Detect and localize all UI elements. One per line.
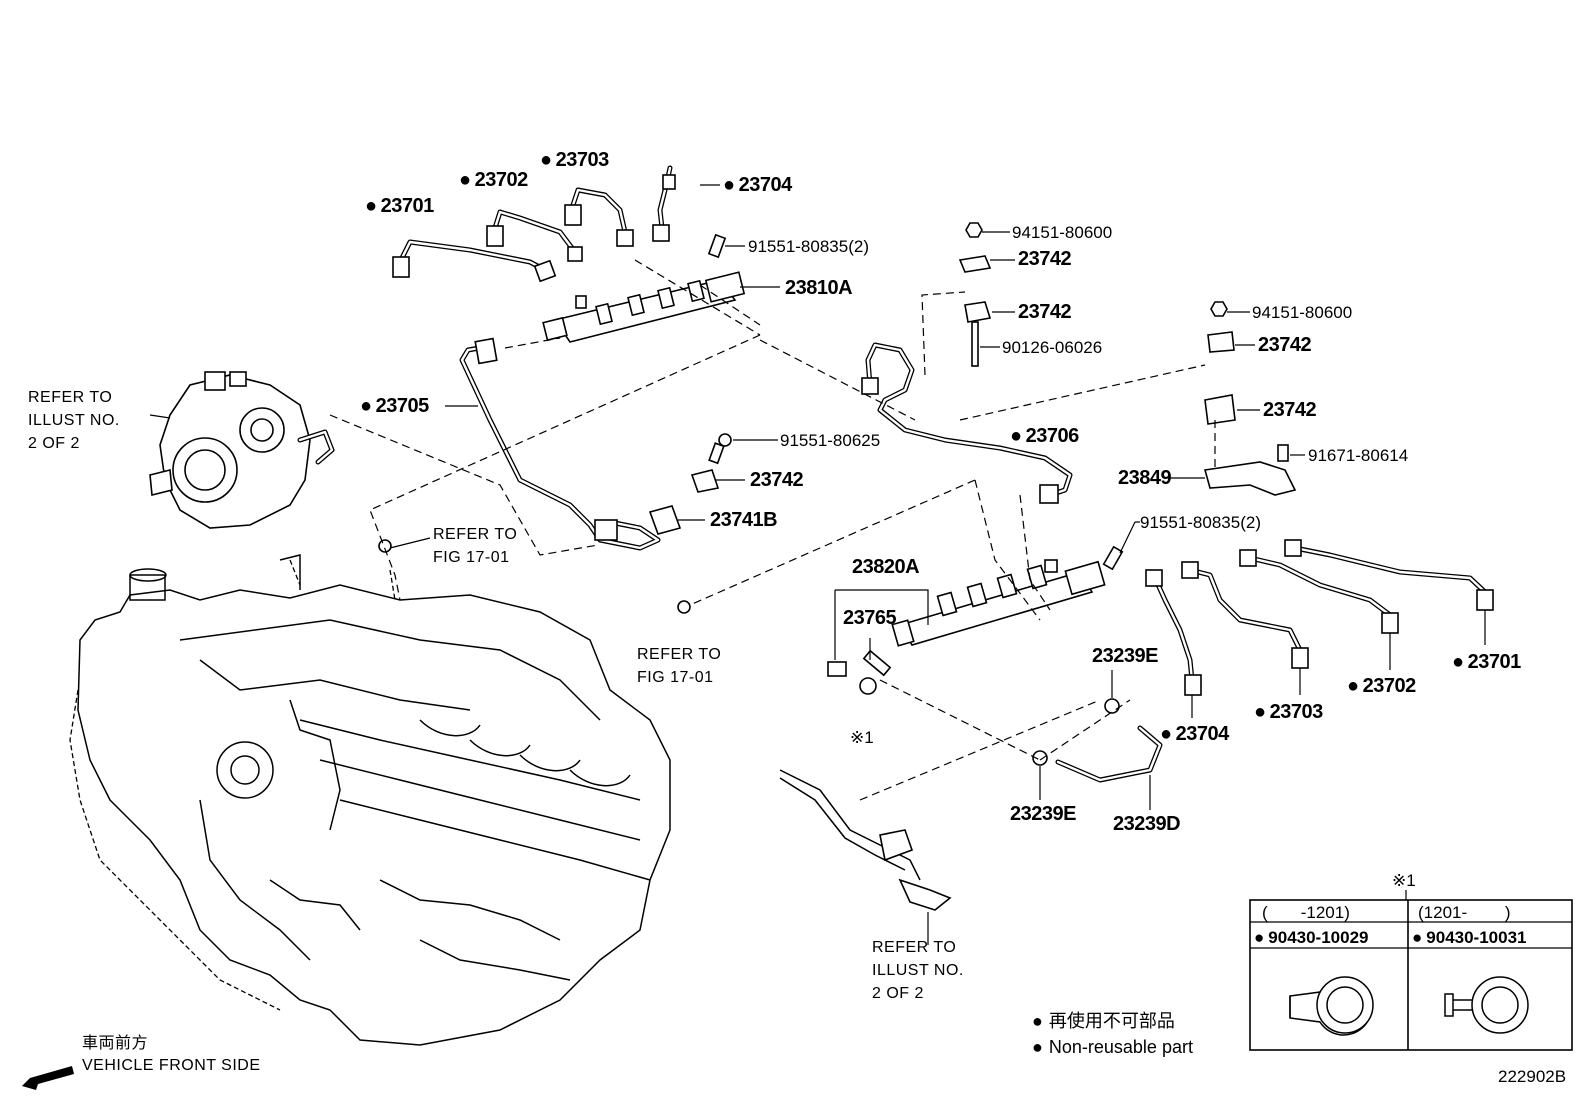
- bottom-ref-line3: 2 OF 2: [872, 985, 924, 1002]
- washer-type-b-icon: [1444, 976, 1529, 1034]
- fig-ref-2-line1: REFER TO: [637, 646, 721, 663]
- figure-id: 222902B: [1498, 1067, 1566, 1086]
- callout-91551-80625: 91551-80625: [780, 431, 880, 450]
- direction-label-en: VEHICLE FRONT SIDE: [82, 1057, 261, 1074]
- callout-23742-b: 23742: [1018, 301, 1071, 323]
- callout-23765: 23765: [843, 607, 896, 629]
- callout-23701-top: ●23701: [365, 195, 434, 217]
- callout-23706: ●23706: [1010, 425, 1079, 447]
- callout-23742-mid: 23742: [750, 469, 803, 491]
- callout-23239D: 23239D: [1113, 813, 1180, 835]
- fuel-pipe-23705: [459, 337, 661, 551]
- table-col1-header: ( -1201): [1262, 903, 1350, 922]
- vehicle-front-indicator: 車両前方 VEHICLE FRONT SIDE: [22, 1034, 261, 1090]
- fig-ref-1-line1: REFER TO: [433, 526, 517, 543]
- note-mark-1: ※1: [850, 728, 874, 747]
- callout-23703-top: ●23703: [540, 149, 609, 171]
- callout-23704-top: ●23704: [723, 174, 793, 196]
- leader-lines: [149, 184, 1486, 810]
- engine-block: [69, 554, 671, 1046]
- direction-label-jp: 車両前方: [82, 1034, 148, 1052]
- callout-23820A: 23820A: [852, 556, 919, 578]
- legend: ●再使用不可部品 ●Non-reusable part: [1032, 1011, 1193, 1057]
- table-col1-part: ●90430-10029: [1254, 928, 1369, 947]
- callout-23742-a: 23742: [1018, 248, 1071, 270]
- arrow-left-icon: [22, 1066, 74, 1090]
- bottom-ref-line1: REFER TO: [872, 939, 956, 956]
- fuel-pipe-23706: [861, 342, 1073, 504]
- callout-23239E-b: 23239E: [1010, 803, 1076, 825]
- callout-91551-80835-top: 91551-80835(2): [748, 237, 869, 256]
- legend-jp: ●再使用不可部品: [1032, 1011, 1175, 1031]
- callout-23742-d: 23742: [1263, 399, 1316, 421]
- fig-ref-1-line2: FIG 17-01: [433, 549, 510, 566]
- callout-23704-bottom: ●23704: [1160, 723, 1230, 745]
- injection-pipes-upper: [392, 165, 676, 283]
- callout-94151-80600-a: 94151-80600: [1012, 223, 1112, 242]
- spec-table: ※1 ( -1201) (1201- ) ●90430-10029 ●90430…: [1249, 871, 1573, 1051]
- callout-23810A: 23810A: [785, 277, 852, 299]
- bottom-hose-bracket: [779, 769, 952, 945]
- fig-ref-2-line2: FIG 17-01: [637, 669, 714, 686]
- washer-type-a-icon: [1289, 976, 1374, 1036]
- table-mark: ※1: [1392, 871, 1416, 890]
- pump-ref-line1: REFER TO: [28, 389, 112, 406]
- small-parts: [378, 222, 1297, 783]
- callout-23239E-a: 23239E: [1092, 645, 1158, 667]
- pump-ref-line2: ILLUST NO.: [28, 412, 120, 429]
- callouts: ●23701 ●23702 ●23703 ●23704 91551-80835(…: [360, 149, 1522, 835]
- callout-91671-80614: 91671-80614: [1308, 446, 1408, 465]
- callout-94151-80600-b: 94151-80600: [1252, 303, 1352, 322]
- callout-23849: 23849: [1118, 467, 1171, 489]
- callout-90126-06026: 90126-06026: [1002, 338, 1102, 357]
- pump-ref-line3: 2 OF 2: [28, 435, 80, 452]
- callout-23741B: 23741B: [710, 509, 777, 531]
- table-col2-part: ●90430-10031: [1412, 928, 1527, 947]
- fuel-rail-lower: [891, 559, 1106, 647]
- bottom-ref-line2: ILLUST NO.: [872, 962, 964, 979]
- table-col2-header: (1201- ): [1418, 903, 1511, 922]
- fuel-rail-upper: [542, 271, 746, 343]
- callout-23702-bottom: ●23702: [1347, 675, 1416, 697]
- legend-en: ●Non-reusable part: [1032, 1037, 1193, 1057]
- callout-23701-bottom: ●23701: [1452, 651, 1521, 673]
- callout-23703-bottom: ●23703: [1254, 701, 1323, 723]
- callout-23742-c: 23742: [1258, 334, 1311, 356]
- callout-23702-top: ●23702: [459, 169, 528, 191]
- fuel-pump: [149, 371, 335, 529]
- callout-23705: ●23705: [360, 395, 429, 417]
- references: REFER TO ILLUST NO. 2 OF 2 REFER TO FIG …: [28, 389, 964, 1002]
- dashed-guides: [329, 259, 1216, 801]
- injection-pipes-lower: [1145, 539, 1494, 696]
- callout-91551-80835-bottom: 91551-80835(2): [1140, 513, 1261, 532]
